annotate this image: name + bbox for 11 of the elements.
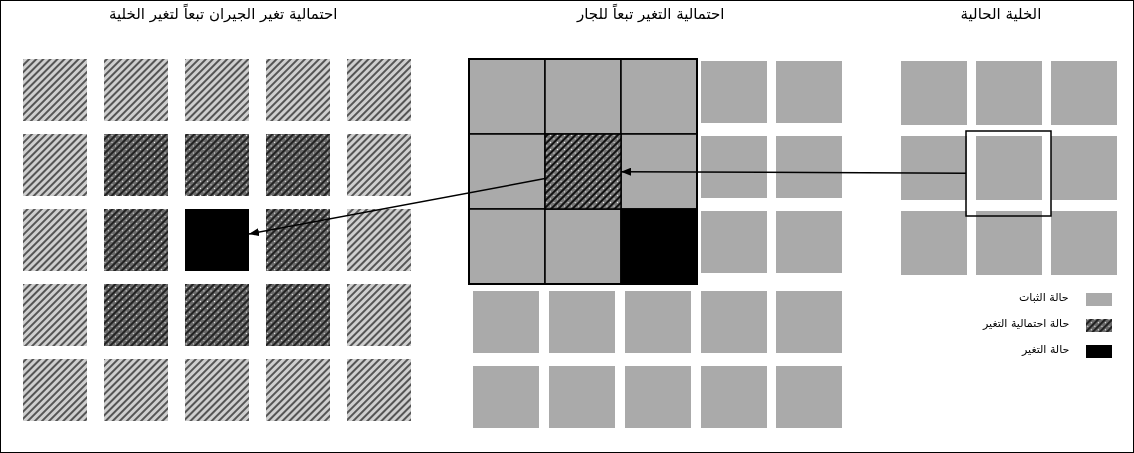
changed-cell [185, 209, 249, 271]
current-cell [965, 130, 1052, 217]
panel-title: احتمالية تغير الجيران تبعاً لتغير الخلية [109, 5, 338, 23]
legend-label: حالة التغير [1022, 343, 1070, 356]
probable-change-cell [544, 133, 622, 210]
arrow [620, 167, 967, 176]
panel-title: الخلية الحالية [960, 5, 1042, 23]
panel-title: احتمالية التغير تبعاً للجار [577, 5, 725, 23]
legend-label: حالة احتمالية التغير [983, 317, 1070, 330]
legend-label: حالة الثبات [1019, 291, 1069, 304]
arrow [248, 177, 546, 237]
